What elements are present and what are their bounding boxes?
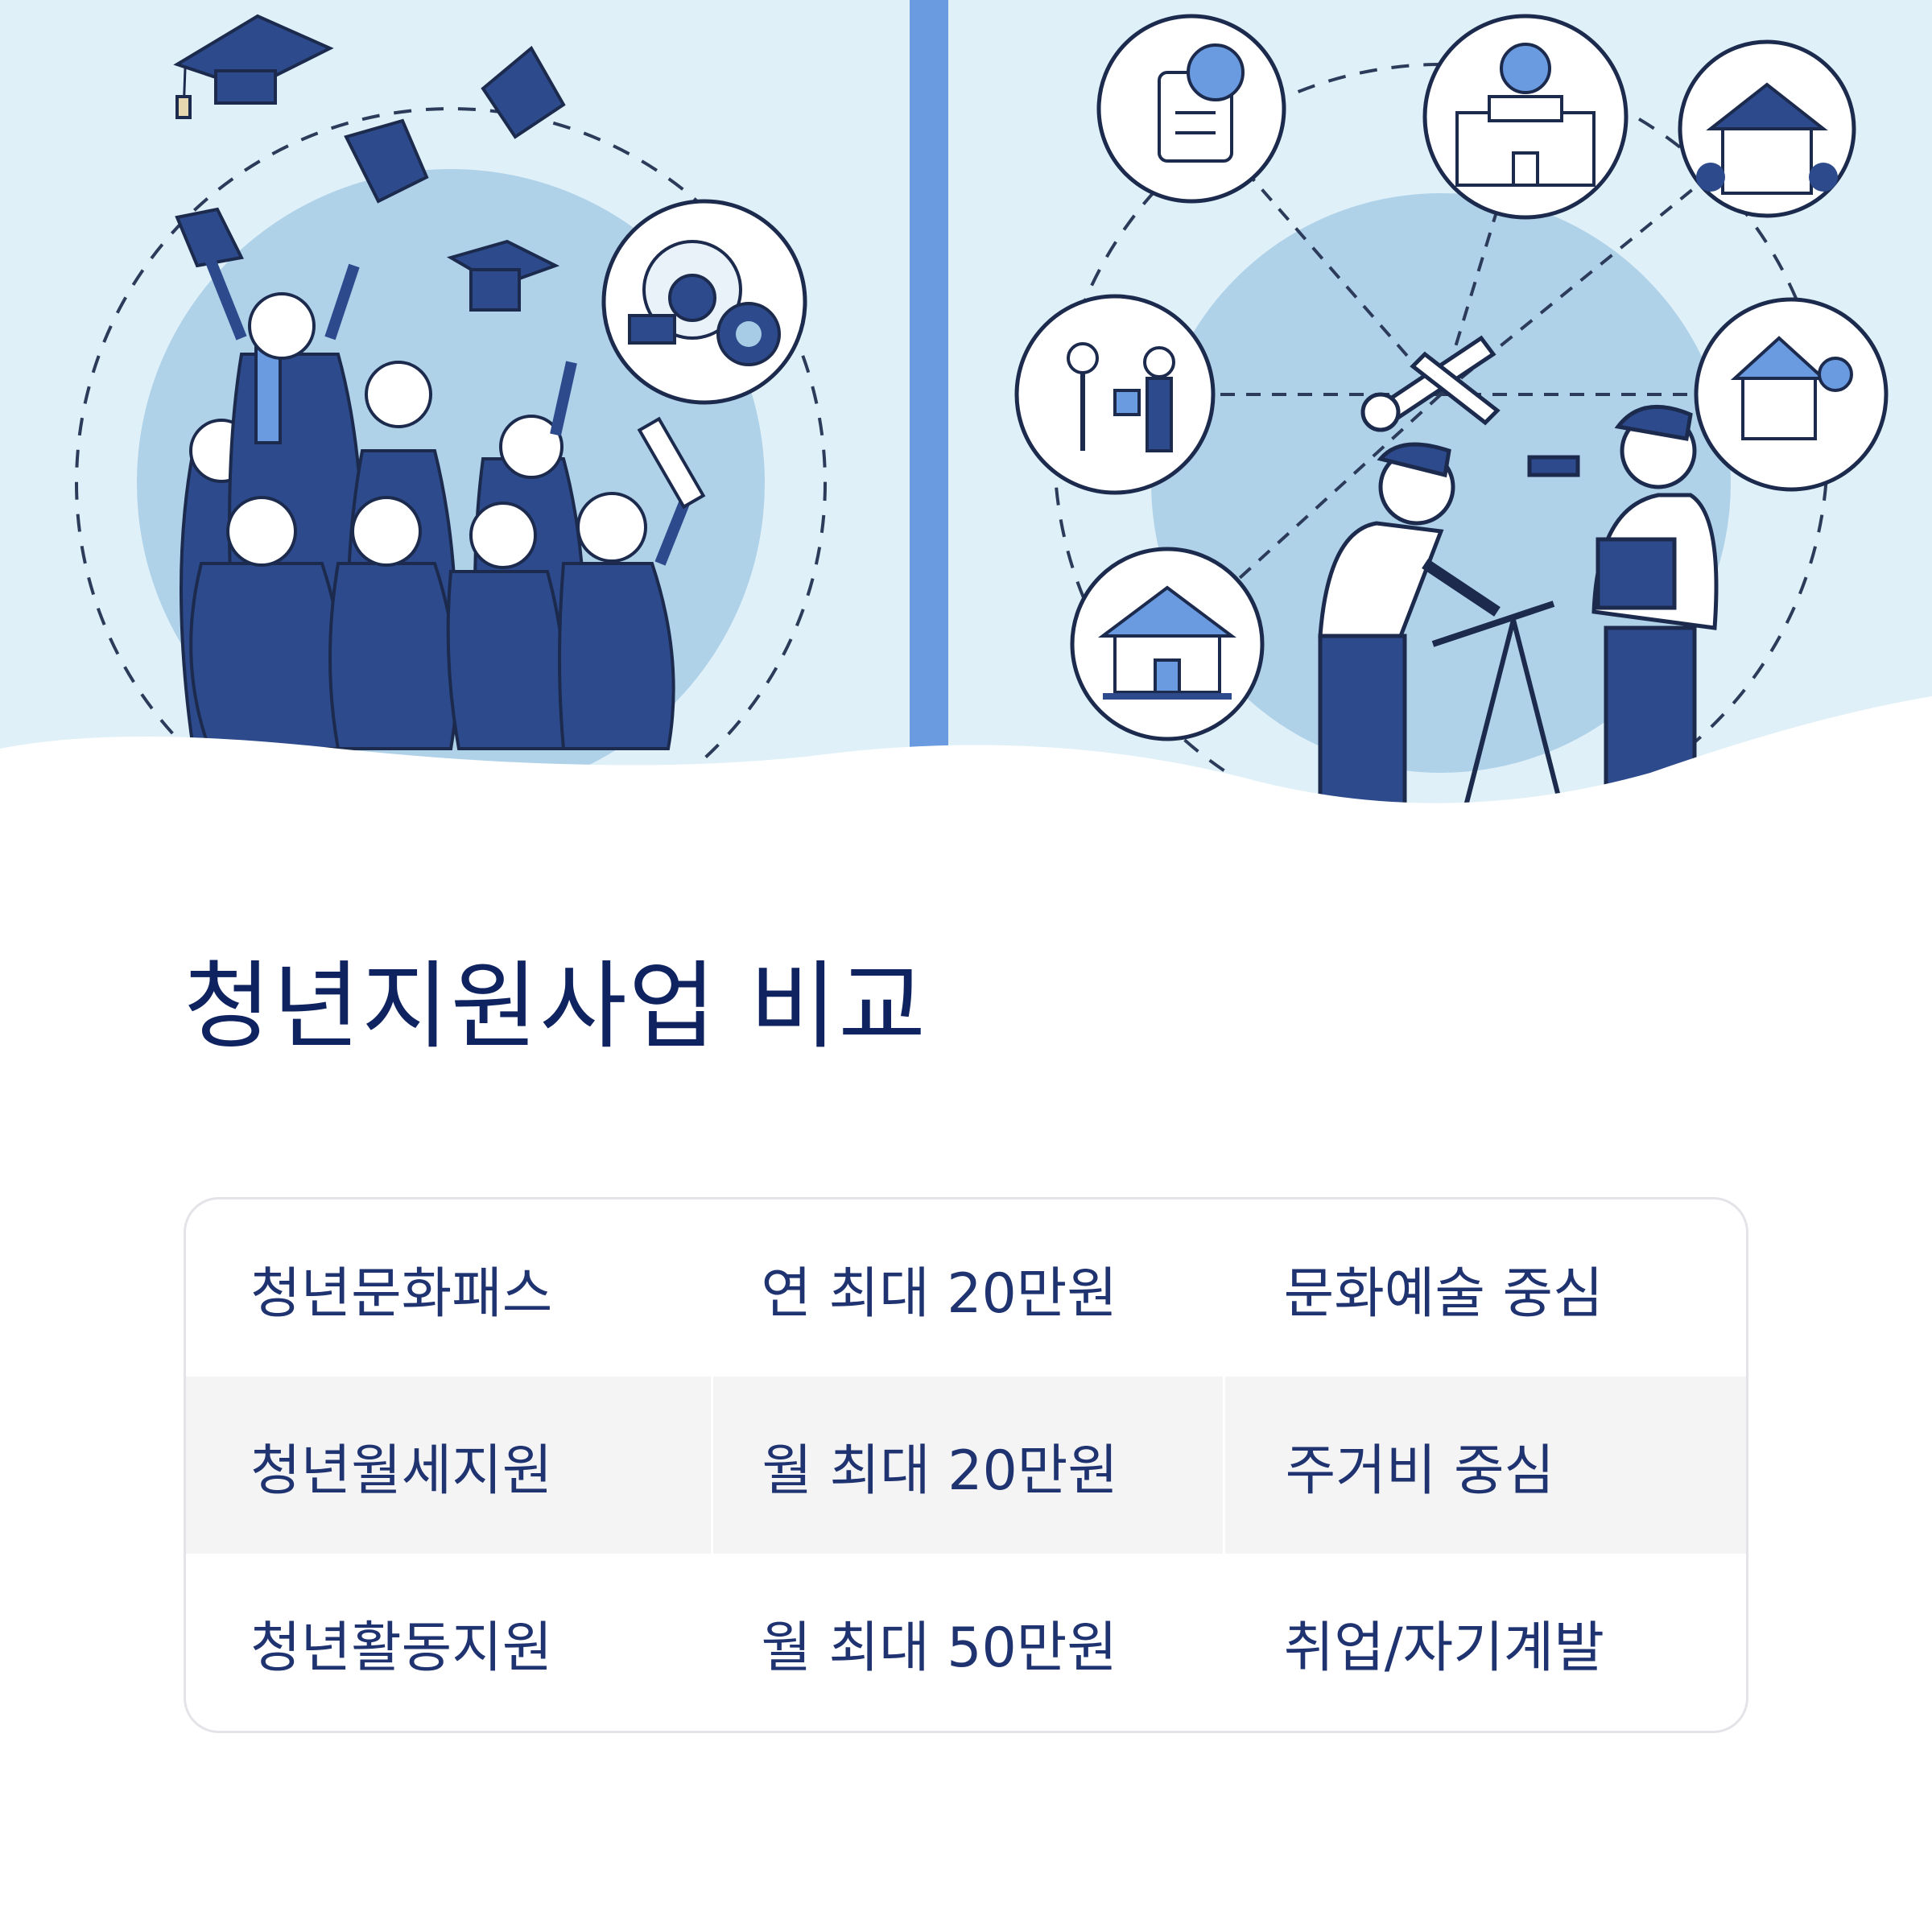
table-row: 청년월세지원 월 최대 20만원 주거비 중심: [186, 1377, 1746, 1554]
wave-divider: [0, 696, 1932, 821]
house-icon: [1678, 39, 1856, 218]
support-amount-cell: 연 최대 20만원: [761, 1261, 1117, 1326]
house-repair-icon: [1694, 297, 1889, 492]
graduation-cap-icon: [173, 14, 334, 119]
workers-figures: [1318, 404, 1719, 811]
home-icon: [1070, 547, 1265, 741]
comparison-table: 청년문화패스 연 최대 20만원 문화예술 중심 청년월세지원 월 최대 20만…: [184, 1197, 1748, 1733]
school-building-icon: [1422, 14, 1629, 220]
table-row: 청년활동지원 월 최대 50만원 취업/자기계발: [186, 1554, 1746, 1731]
page-title: 청년지원사업 비교: [184, 951, 927, 1062]
gears-card-icon: [601, 199, 807, 405]
support-amount-cell: 월 최대 50만원: [761, 1616, 1117, 1680]
support-amount-cell: 월 최대 20만원: [711, 1377, 1222, 1554]
hero-illustration: [0, 0, 1932, 821]
graduates-group: [180, 255, 706, 750]
table-row: 청년문화패스 연 최대 20만원 문화예술 중심: [186, 1199, 1746, 1377]
mentoring-icon: [1014, 294, 1216, 495]
support-focus-cell: 문화예술 중심: [1283, 1261, 1604, 1326]
right-panel-support-network: [1014, 14, 1889, 821]
left-panel-graduates: [75, 14, 827, 821]
panel-divider: [910, 0, 948, 749]
program-name-cell: 청년문화패스: [250, 1261, 553, 1326]
wrench-icon: [1360, 335, 1501, 432]
support-focus-cell: 주거비 중심: [1222, 1377, 1746, 1554]
program-name-cell: 청년활동지원: [250, 1616, 553, 1680]
certificate-icon: [1096, 14, 1286, 204]
support-focus-cell: 취업/자기계발: [1283, 1616, 1604, 1680]
program-name-cell: 청년월세지원: [250, 1439, 553, 1503]
